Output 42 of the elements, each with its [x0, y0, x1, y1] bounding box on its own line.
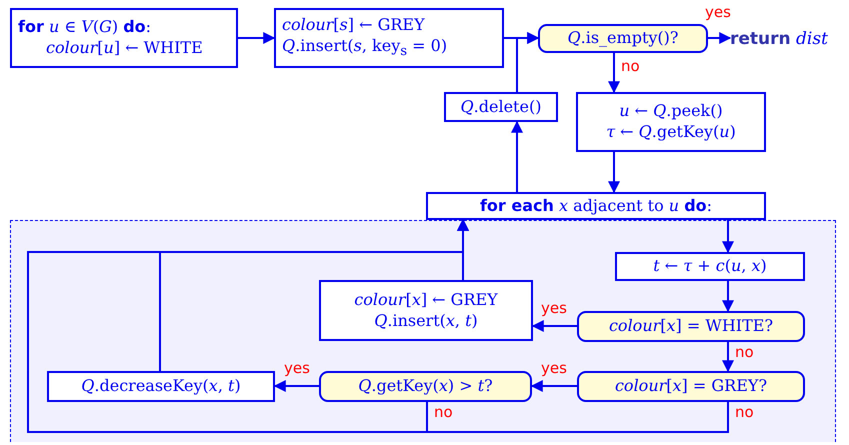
arrow: [532, 320, 577, 332]
step-text: u ← Q.peek(): [619, 101, 723, 122]
decision-box: [577, 311, 805, 342]
step-text: colour[u] ← WHITE: [45, 38, 203, 59]
process-box: [10, 8, 238, 68]
step-text: colour[x] ← GREY: [354, 290, 498, 310]
step-text: Q.insert(x, t): [374, 310, 478, 332]
decision-box: [319, 371, 532, 402]
step-text: colour[x] = WHITE?: [608, 316, 774, 337]
process-box: [615, 252, 805, 281]
step-text: Q.delete(): [460, 96, 542, 118]
step-text: for u ∈ V(G) do:: [18, 17, 152, 38]
arrow: [530, 380, 577, 392]
arrow: [238, 32, 276, 44]
arrow: [608, 152, 620, 194]
step-text: colour[x] = GREY?: [614, 376, 768, 397]
arrow: [608, 53, 620, 94]
process-box: [47, 371, 275, 402]
arrow: [27, 218, 729, 433]
step-text: Q.decreaseKey(x, t): [81, 376, 241, 397]
step-text: for each x adjacent to u do:: [480, 196, 712, 216]
process-box: [426, 192, 766, 220]
process-box: [319, 280, 533, 341]
process-box: [274, 8, 504, 68]
result-text: return dist: [730, 26, 828, 52]
arrow: [511, 120, 523, 192]
arrow: [708, 32, 732, 44]
step-text: t ← τ + c(u, x): [653, 256, 767, 277]
arrow: [722, 281, 734, 312]
process-box: [444, 92, 558, 122]
arrow: [274, 380, 319, 392]
process-box: [576, 92, 766, 152]
arrow: [722, 220, 734, 254]
decision-box: [538, 24, 708, 53]
arrow: [722, 342, 734, 372]
arrow: [516, 32, 540, 92]
decision-box: [577, 371, 805, 402]
step-text: Q.getKey(x) > t?: [358, 376, 493, 397]
step-text: colour[s] ← GREY: [282, 15, 425, 36]
step-text: τ ← Q.getKey(u): [606, 122, 736, 143]
step-text: Q.insert(s, key$_{s}$ = 0): [282, 36, 448, 61]
step-text: Q.is_empty()?: [568, 28, 678, 49]
